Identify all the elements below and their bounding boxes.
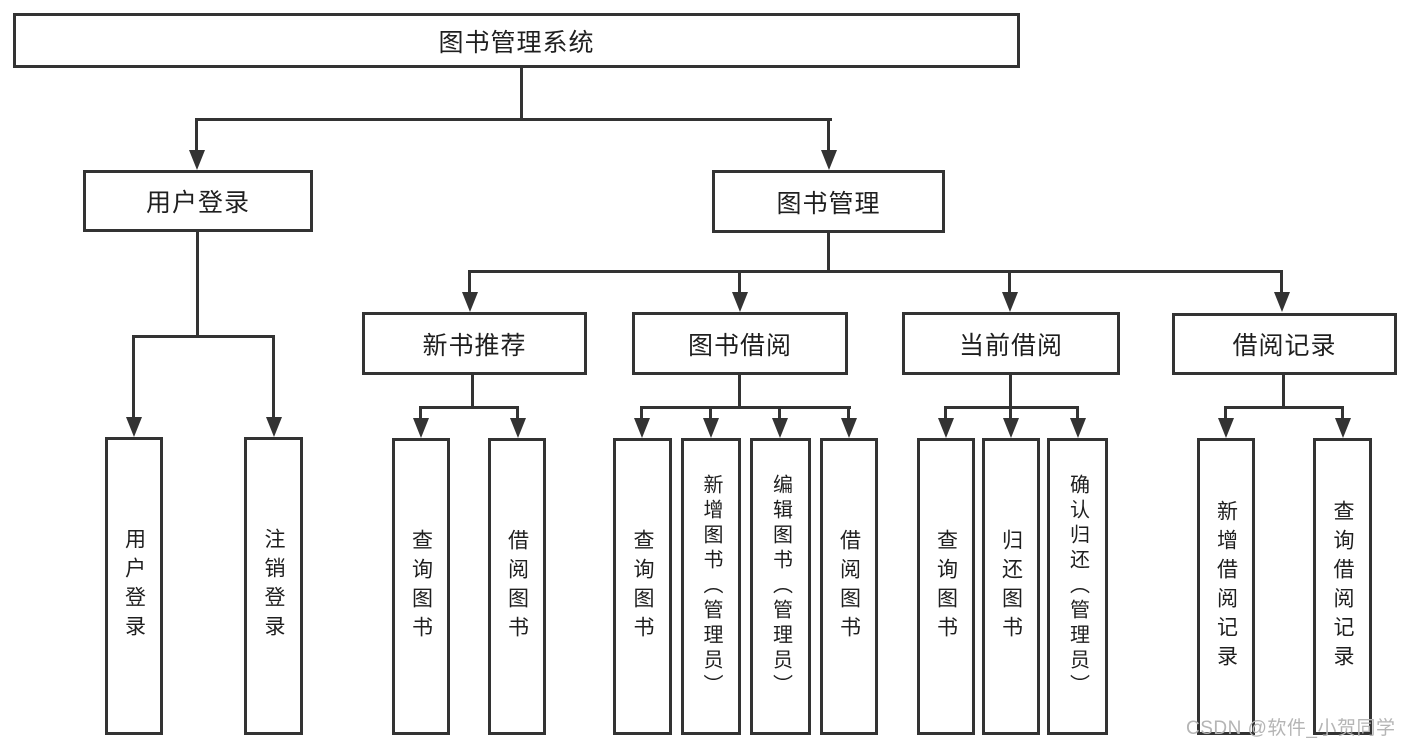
node-new-book-recommend: 新书推荐 <box>362 312 587 375</box>
leaf-label: 归还图书 <box>999 528 1023 645</box>
connector-line <box>132 335 275 338</box>
leaf-return-books: 归还图书 <box>982 438 1040 735</box>
arrow-down-icon <box>634 418 650 438</box>
leaf-query-books-borrow: 查询图书 <box>613 438 672 735</box>
node-label: 借阅记录 <box>1232 332 1337 360</box>
node-label: 新书推荐 <box>422 331 527 360</box>
connector-line <box>468 270 1283 273</box>
connector-line <box>1008 270 1011 294</box>
arrow-down-icon <box>938 418 954 438</box>
connector-line <box>1282 375 1285 409</box>
connector-line <box>640 406 643 420</box>
leaf-user-login: 用户登录 <box>105 437 163 735</box>
arrow-down-icon <box>1003 418 1019 438</box>
leaf-borrow-books-recommend: 借阅图书 <box>488 438 546 735</box>
leaf-logout: 注销登录 <box>244 437 303 735</box>
leaf-query-books-current: 查询图书 <box>917 438 975 735</box>
leaf-add-books-admin: 新增图书（管理员） <box>681 438 741 735</box>
connector-line <box>1224 406 1227 420</box>
node-label: 图书借阅 <box>687 331 792 360</box>
arrow-down-icon <box>510 418 526 438</box>
connector-line <box>419 406 422 420</box>
connector-line <box>1341 406 1344 420</box>
connector-line <box>1009 406 1012 420</box>
node-book-borrow: 图书借阅 <box>632 312 848 375</box>
connector-line <box>419 406 519 409</box>
leaf-edit-books-admin: 编辑图书（管理员） <box>750 438 811 735</box>
arrow-down-icon <box>413 418 429 438</box>
connector-line <box>471 375 474 409</box>
connector-line <box>847 406 850 420</box>
node-label: 当前借阅 <box>958 331 1063 360</box>
leaf-label: 借阅图书 <box>505 528 529 645</box>
arrow-down-icon <box>462 292 478 312</box>
arrow-down-icon <box>189 150 205 170</box>
arrow-down-icon <box>772 418 788 438</box>
connector-line <box>709 406 712 420</box>
leaf-label: 确认归还（管理员） <box>1066 474 1089 699</box>
arrow-down-icon <box>1218 418 1234 438</box>
arrow-down-icon <box>841 418 857 438</box>
connector-line <box>640 406 851 409</box>
connector-line <box>516 406 519 420</box>
node-user-login: 用户登录 <box>83 170 313 232</box>
leaf-label: 查询图书 <box>934 528 958 645</box>
connector-line <box>1280 270 1283 294</box>
leaf-label: 新增图书（管理员） <box>700 474 722 699</box>
arrow-down-icon <box>1002 292 1018 312</box>
leaf-label: 编辑图书（管理员） <box>769 474 792 699</box>
arrow-down-icon <box>266 417 282 437</box>
node-label: 用户登录 <box>145 189 250 217</box>
connector-line <box>195 118 198 152</box>
leaf-label: 用户登录 <box>122 528 146 644</box>
connector-line <box>827 233 830 273</box>
connector-line <box>196 232 199 338</box>
arrow-down-icon <box>1335 418 1351 438</box>
connector-line <box>738 270 741 294</box>
leaf-label: 新增借阅记录 <box>1214 499 1238 674</box>
connector-line <box>1009 375 1012 409</box>
node-root-library-system: 图书管理系统 <box>13 13 1020 68</box>
leaf-borrow-books: 借阅图书 <box>820 438 878 735</box>
leaf-label: 注销登录 <box>262 528 285 644</box>
arrow-down-icon <box>732 292 748 312</box>
csdn-watermark: CSDN @软件_小贺同学 <box>1186 718 1396 739</box>
connector-line <box>738 375 741 409</box>
leaf-label: 借阅图书 <box>837 528 861 645</box>
connector-line <box>1076 406 1079 420</box>
connector-line <box>944 406 947 420</box>
leaf-label: 查询图书 <box>409 528 433 645</box>
node-current-borrow: 当前借阅 <box>902 312 1120 375</box>
leaf-label: 查询借阅记录 <box>1331 499 1354 674</box>
arrow-down-icon <box>126 417 142 437</box>
connector-line <box>778 406 781 420</box>
connector-line <box>1224 406 1344 409</box>
arrow-down-icon <box>1070 418 1086 438</box>
node-label: 图书管理 <box>776 189 881 218</box>
connector-line <box>196 118 832 121</box>
node-label: 图书管理系统 <box>438 28 595 57</box>
connector-line <box>827 118 830 152</box>
leaf-confirm-return-admin: 确认归还（管理员） <box>1047 438 1108 735</box>
arrow-down-icon <box>821 150 837 170</box>
leaf-add-borrow-record: 新增借阅记录 <box>1197 438 1255 735</box>
connector-line <box>132 335 135 419</box>
connector-line <box>520 68 523 121</box>
connector-line <box>468 270 471 294</box>
node-book-management: 图书管理 <box>712 170 945 233</box>
leaf-query-borrow-record: 查询借阅记录 <box>1313 438 1372 735</box>
connector-line <box>272 335 275 419</box>
node-borrow-records: 借阅记录 <box>1172 313 1397 375</box>
leaf-label: 查询图书 <box>631 528 654 645</box>
arrow-down-icon <box>703 418 719 438</box>
leaf-query-books-recommend: 查询图书 <box>392 438 450 735</box>
arrow-down-icon <box>1274 292 1290 312</box>
